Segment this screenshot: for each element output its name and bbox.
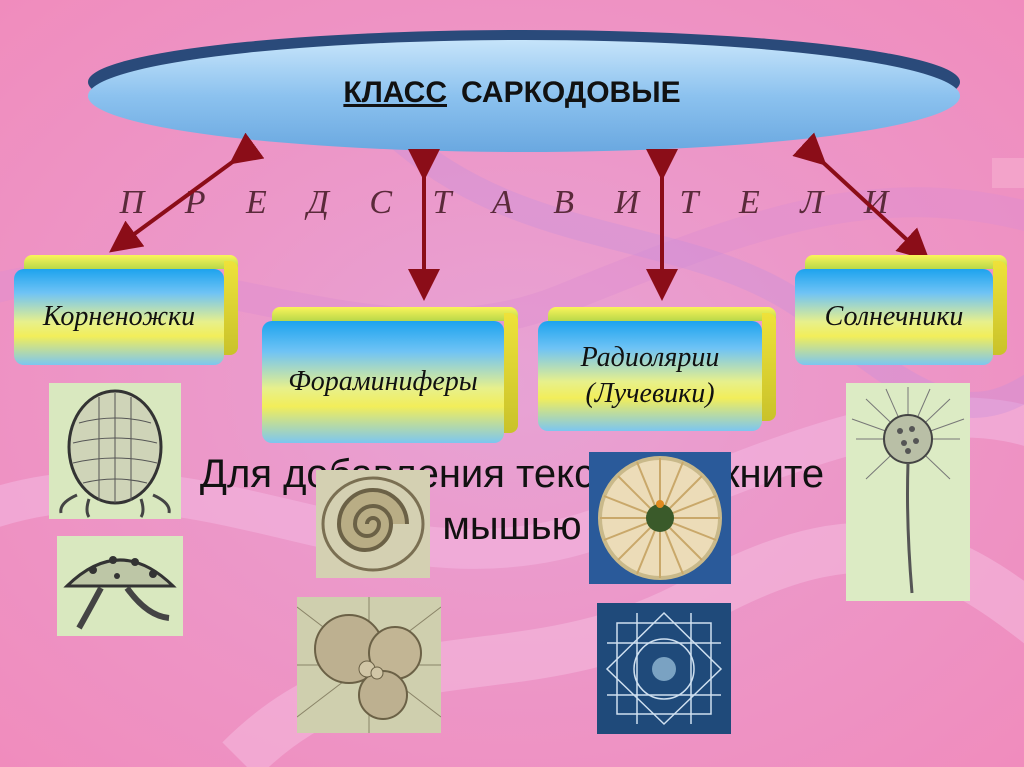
block-top xyxy=(548,307,776,321)
heliozoa-illustration xyxy=(846,383,970,601)
block-side xyxy=(224,261,238,355)
group-label-foraminifera: Фораминиферы xyxy=(262,321,504,443)
block-top xyxy=(24,255,238,269)
foraminifera-spiral-illustration xyxy=(316,470,430,578)
block-side xyxy=(762,313,776,421)
block-side xyxy=(504,313,518,433)
title-rest: САРКОДОВЫЕ xyxy=(461,76,681,109)
subtitle: П Р Е Д С Т А В И Т Е Л И xyxy=(0,184,1024,222)
group-label-heliozoa: Солнечники xyxy=(795,269,993,365)
group-block-heliozoa: Солнечники xyxy=(795,255,1007,365)
block-side xyxy=(993,261,1007,355)
radiolaria-lattice-illustration xyxy=(597,603,731,734)
group-block-foraminifera: Фораминиферы xyxy=(262,307,518,443)
group-label-radiolaria: Радиолярии (Лучевики) xyxy=(538,321,762,431)
block-top xyxy=(805,255,1007,269)
group-block-radiolaria: Радиолярии (Лучевики) xyxy=(538,307,776,431)
foraminifera-chambers-illustration xyxy=(297,597,441,733)
block-top xyxy=(272,307,518,321)
slide-title: КЛАСС САРКОДОВЫЕ xyxy=(0,76,1024,110)
group-block-rhizopoda: Корненожки xyxy=(14,255,238,365)
radiolaria-disc-illustration xyxy=(589,452,731,584)
rhizopod-flat-illustration xyxy=(57,536,183,636)
rhizopod-shell-illustration xyxy=(49,383,181,519)
title-underlined: КЛАСС xyxy=(343,76,447,109)
group-label-rhizopoda: Корненожки xyxy=(14,269,224,365)
